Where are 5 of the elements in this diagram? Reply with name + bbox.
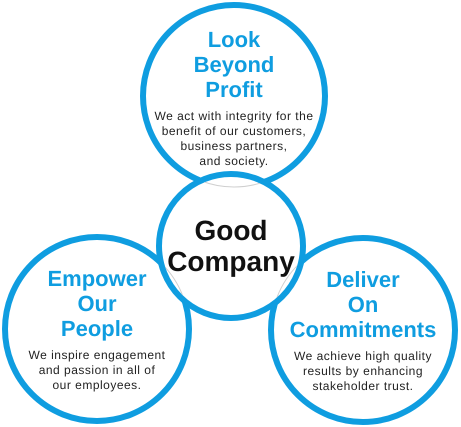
value-heading: Empower Our People (47, 266, 147, 340)
value-description: We inspire engagement and passion in all of our employees. (28, 348, 166, 392)
value-description: We achieve high quality results by enhancing stakeholder trust. (294, 348, 432, 394)
value-description: We act with integrity for the benefit of our customers, business partners, and society. (154, 109, 314, 169)
value-heading: Look Beyond Profit (194, 27, 274, 102)
